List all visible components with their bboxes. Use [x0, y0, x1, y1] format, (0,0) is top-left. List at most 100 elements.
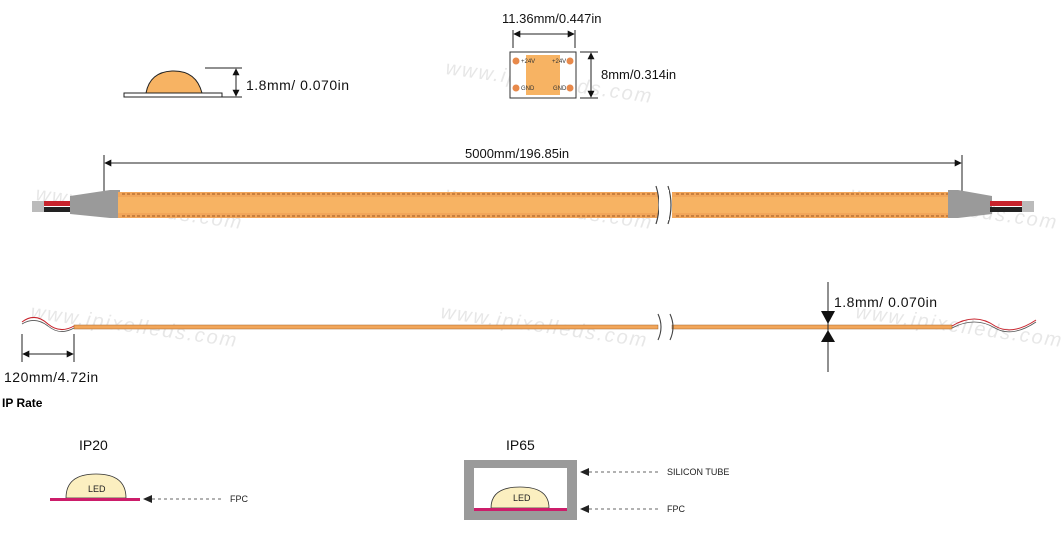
strip-dot — [532, 215, 535, 217]
strip-dot — [427, 193, 430, 195]
strip-dot — [696, 193, 699, 195]
strip-dot — [622, 215, 625, 217]
strip-dot — [257, 193, 260, 195]
strip-dot — [247, 193, 250, 195]
strip-dot — [607, 215, 610, 217]
strip-dot — [572, 215, 575, 217]
strip-dot — [297, 193, 300, 195]
strip-dot — [652, 193, 655, 195]
strip-dot — [522, 215, 525, 217]
strip-dot — [637, 215, 640, 217]
strip-side-view: 1.8mm/ 0.070in 120mm/4.72in — [4, 282, 1037, 385]
strip-dot — [836, 193, 839, 195]
profile-fpc-base — [123, 92, 223, 98]
strip-dot — [407, 193, 410, 195]
strip-dot — [826, 215, 829, 217]
strip-dot — [357, 193, 360, 195]
strip-dot — [736, 193, 739, 195]
strip-dot — [856, 193, 859, 195]
strip-dot — [901, 215, 904, 217]
profile-view: 1.8mm/ 0.070in — [123, 67, 349, 98]
strip-dot — [866, 215, 869, 217]
strip-dot — [871, 215, 874, 217]
strip-length-label: 5000mm/196.85in — [465, 146, 569, 161]
strip-dot — [891, 215, 894, 217]
strip-dot — [237, 215, 240, 217]
strip-dot — [686, 215, 689, 217]
wire-red-right — [990, 201, 1030, 206]
end-cap-right — [948, 190, 992, 218]
ip20-led-dome — [65, 473, 127, 499]
strip-dot — [467, 215, 470, 217]
strip-dot — [562, 215, 565, 217]
strip-dot — [851, 215, 854, 217]
strip-dot — [766, 193, 769, 195]
ip65-led-dome — [490, 486, 550, 509]
strip-dot — [157, 215, 160, 217]
strip-dot — [612, 193, 615, 195]
strip-dot — [726, 215, 729, 217]
wire-tip-right — [1022, 201, 1034, 212]
strip-dot — [392, 193, 395, 195]
chip-width-label: 11.36mm/0.447in — [502, 11, 602, 26]
strip-dot — [547, 193, 550, 195]
strip-dot — [736, 215, 739, 217]
strip-dot — [911, 215, 914, 217]
strip-dot — [676, 193, 679, 195]
thickness-arrow-bottom — [821, 330, 835, 342]
strip-dot — [632, 193, 635, 195]
strip-dot — [577, 215, 580, 217]
strip-dot — [517, 193, 520, 195]
chip-pad — [512, 84, 520, 92]
strip-dot — [906, 215, 909, 217]
strip-dot — [497, 215, 500, 217]
strip-dot — [861, 193, 864, 195]
strip-dot — [861, 215, 864, 217]
strip-dot — [147, 215, 150, 217]
strip-dot — [921, 193, 924, 195]
strip-dot — [492, 193, 495, 195]
strip-dot — [941, 215, 944, 217]
strip-dot — [826, 193, 829, 195]
strip-dot — [532, 193, 535, 195]
strip-dot — [507, 215, 510, 217]
strip-dot — [472, 215, 475, 217]
strip-dot — [402, 215, 405, 217]
strip-dot — [367, 193, 370, 195]
wire-black-left — [32, 207, 82, 212]
strip-dot — [127, 193, 130, 195]
strip-dot — [612, 215, 615, 217]
strip-dot — [397, 193, 400, 195]
wire-black-right — [990, 207, 1030, 212]
strip-dot — [716, 193, 719, 195]
strip-dot — [527, 215, 530, 217]
strip-dot — [437, 215, 440, 217]
strip-dot — [332, 193, 335, 195]
strip-dot — [517, 215, 520, 217]
strip-dot — [337, 193, 340, 195]
strip-dot — [477, 193, 480, 195]
strip-dot — [911, 193, 914, 195]
strip-dot — [477, 215, 480, 217]
strip-dot — [487, 193, 490, 195]
strip-dot — [302, 215, 305, 217]
strip-dot — [547, 215, 550, 217]
strip-dot — [172, 193, 175, 195]
strip-dot — [342, 193, 345, 195]
strip-dot — [402, 193, 405, 195]
strip-dot — [442, 215, 445, 217]
strip-dot — [187, 193, 190, 195]
strip-dot — [686, 193, 689, 195]
strip-dot — [277, 215, 280, 217]
strip-dot — [197, 193, 200, 195]
strip-dot — [856, 215, 859, 217]
strip-dot — [796, 215, 799, 217]
strip-dot — [297, 215, 300, 217]
strip-dot — [746, 215, 749, 217]
strip-dot — [127, 215, 130, 217]
strip-dot — [392, 215, 395, 217]
strip-dot — [172, 215, 175, 217]
strip-dot — [272, 215, 275, 217]
strip-dot — [447, 215, 450, 217]
